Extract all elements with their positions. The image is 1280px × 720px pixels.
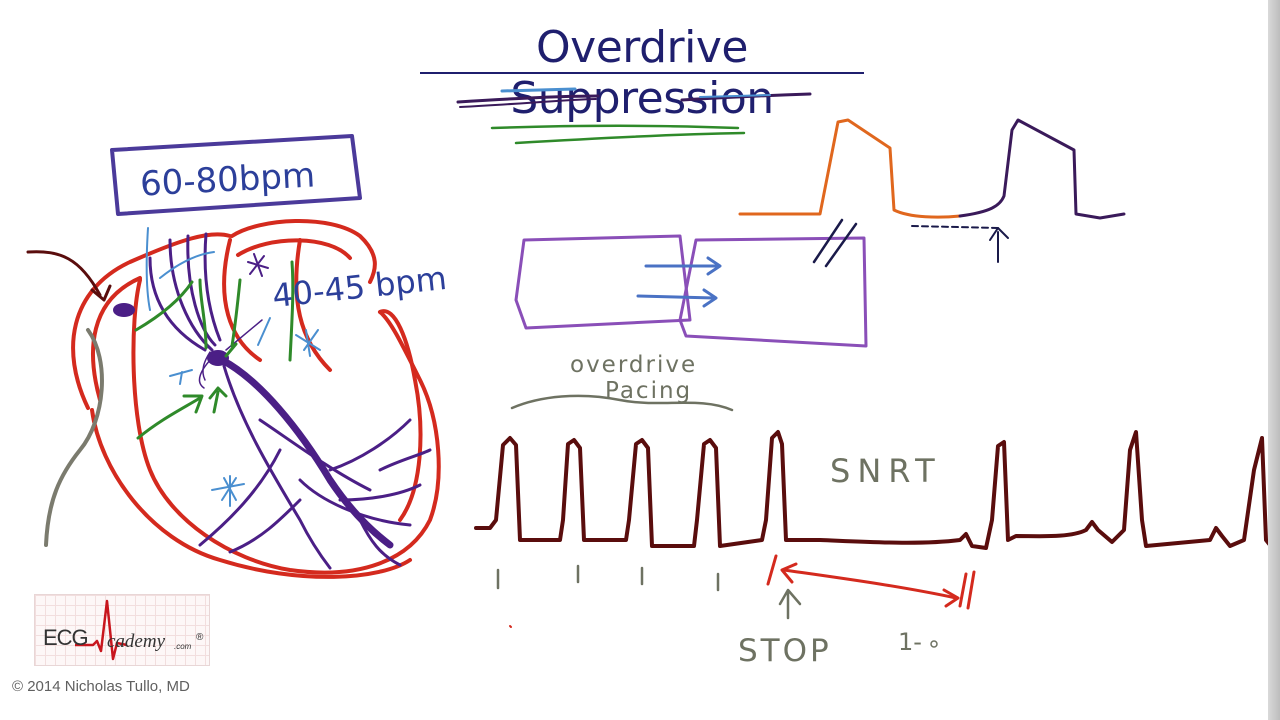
rate-box (110, 134, 362, 216)
copyright-notice: © 2014 Nicholas Tullo, MD (12, 678, 190, 695)
overdrive-label: overdrive (570, 352, 698, 378)
heart-wall (71, 219, 441, 579)
pacing-label: Pacing (605, 378, 693, 404)
logo-registered-mark: ® (196, 632, 204, 643)
overdrive-boxes (514, 234, 868, 348)
title-underline (420, 72, 864, 74)
pacing-underline (510, 394, 734, 412)
pacing-ticks (496, 564, 720, 592)
title-scribbles (456, 87, 812, 145)
snrt-label: SNRT (830, 452, 942, 490)
note-dot (930, 640, 938, 648)
ecg-academy-logo: ECG cademy .com ® (34, 594, 210, 666)
logo-academy-text: cademy (107, 631, 166, 652)
sa-node (113, 303, 135, 317)
gray-vessel (44, 328, 104, 547)
logo-ecg-text: ECG (43, 625, 89, 650)
stop-label: STOP (738, 633, 832, 669)
snrt-interval (509, 554, 976, 628)
action-potentials (738, 118, 1126, 263)
logo-com-text: .com (174, 642, 192, 651)
logo-ecg-wave-icon (75, 599, 128, 661)
hash-marks (812, 218, 858, 268)
stop-arrow (778, 588, 802, 620)
window-edge (1268, 0, 1280, 720)
sa-arrow (26, 250, 112, 302)
note-label: 1- (898, 628, 922, 656)
his-purkinje (198, 319, 432, 570)
overdrive-arrows (636, 256, 722, 308)
ecg-trace (474, 430, 1276, 552)
blue-marks (145, 227, 321, 507)
green-arrows (134, 260, 295, 440)
purple-star (247, 253, 269, 277)
